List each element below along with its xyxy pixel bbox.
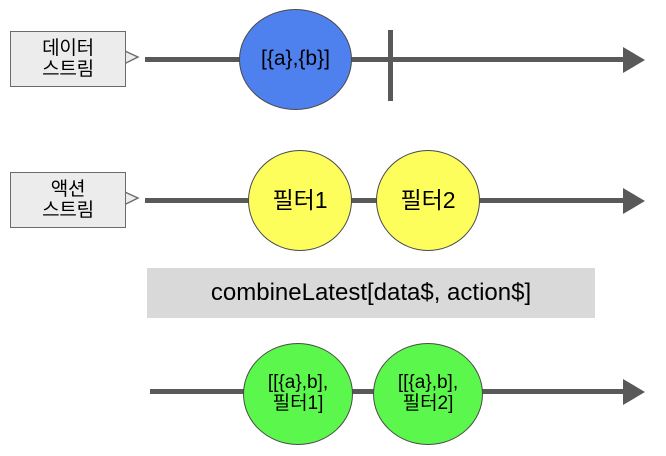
data-stream-timeline bbox=[145, 57, 625, 62]
operator-combine-latest-label: combineLatest[data$, action$] bbox=[210, 279, 532, 306]
data-marble-ab[interactable]: [{a},{b}] bbox=[239, 9, 352, 110]
result-stream-arrowhead bbox=[623, 378, 645, 405]
result-marble-filter2-line1: [[{a},b], bbox=[397, 372, 459, 394]
action-stream-label-line2: 스트림 bbox=[42, 200, 94, 221]
result-marble-filter2[interactable]: [[{a},b], 필터2] bbox=[373, 343, 483, 445]
action-stream-label: 액션 스트림 bbox=[10, 172, 126, 228]
action-marble-filter1[interactable]: 필터1 bbox=[248, 150, 352, 251]
action-stream-label-line1: 액션 bbox=[50, 178, 86, 200]
data-stream-label-line2: 스트림 bbox=[42, 59, 94, 80]
result-marble-filter1-line2: 필터1] bbox=[272, 393, 324, 414]
result-marble-filter1-line1: [[{a},b], bbox=[267, 372, 329, 394]
action-marble-filter2-label: 필터2 bbox=[400, 187, 456, 214]
result-marble-filter2-line2: 필터2] bbox=[402, 393, 454, 414]
data-stream-arrowhead bbox=[623, 46, 645, 73]
operator-combine-latest[interactable]: combineLatest[data$, action$] bbox=[147, 268, 595, 318]
action-marble-filter2[interactable]: 필터2 bbox=[376, 150, 480, 251]
data-stream-completion-tick bbox=[388, 30, 393, 101]
result-marble-filter1[interactable]: [[{a},b], 필터1] bbox=[243, 343, 353, 445]
action-stream-arrowhead bbox=[623, 187, 645, 214]
data-marble-ab-label: [{a},{b}] bbox=[261, 47, 330, 71]
action-marble-filter1-label: 필터1 bbox=[272, 187, 328, 214]
data-stream-label: 데이터 스트림 bbox=[10, 31, 126, 87]
data-stream-label-line1: 데이터 bbox=[42, 37, 94, 59]
